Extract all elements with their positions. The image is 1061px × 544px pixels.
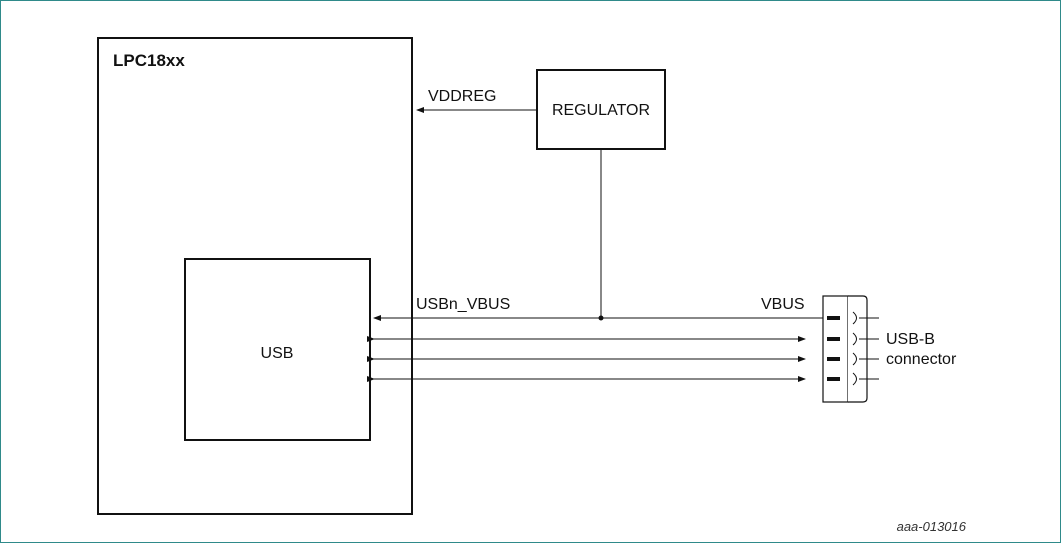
chip-label: LPC18xx: [113, 51, 185, 70]
vddreg-label: VDDREG: [428, 88, 496, 105]
regulator-label: REGULATOR: [552, 102, 650, 119]
regulator-box: [536, 69, 666, 150]
connector-label-line2: connector: [886, 351, 957, 368]
connector-label-line1: USB-B: [886, 331, 935, 348]
figure-id: aaa-013016: [897, 519, 967, 534]
usb-block: [184, 258, 371, 441]
vbus-label: VBUS: [761, 296, 805, 313]
usb-label: USB: [261, 345, 294, 362]
usbn-vbus-label: USBn_VBUS: [416, 296, 510, 313]
usb-b-connector: [822, 295, 879, 403]
